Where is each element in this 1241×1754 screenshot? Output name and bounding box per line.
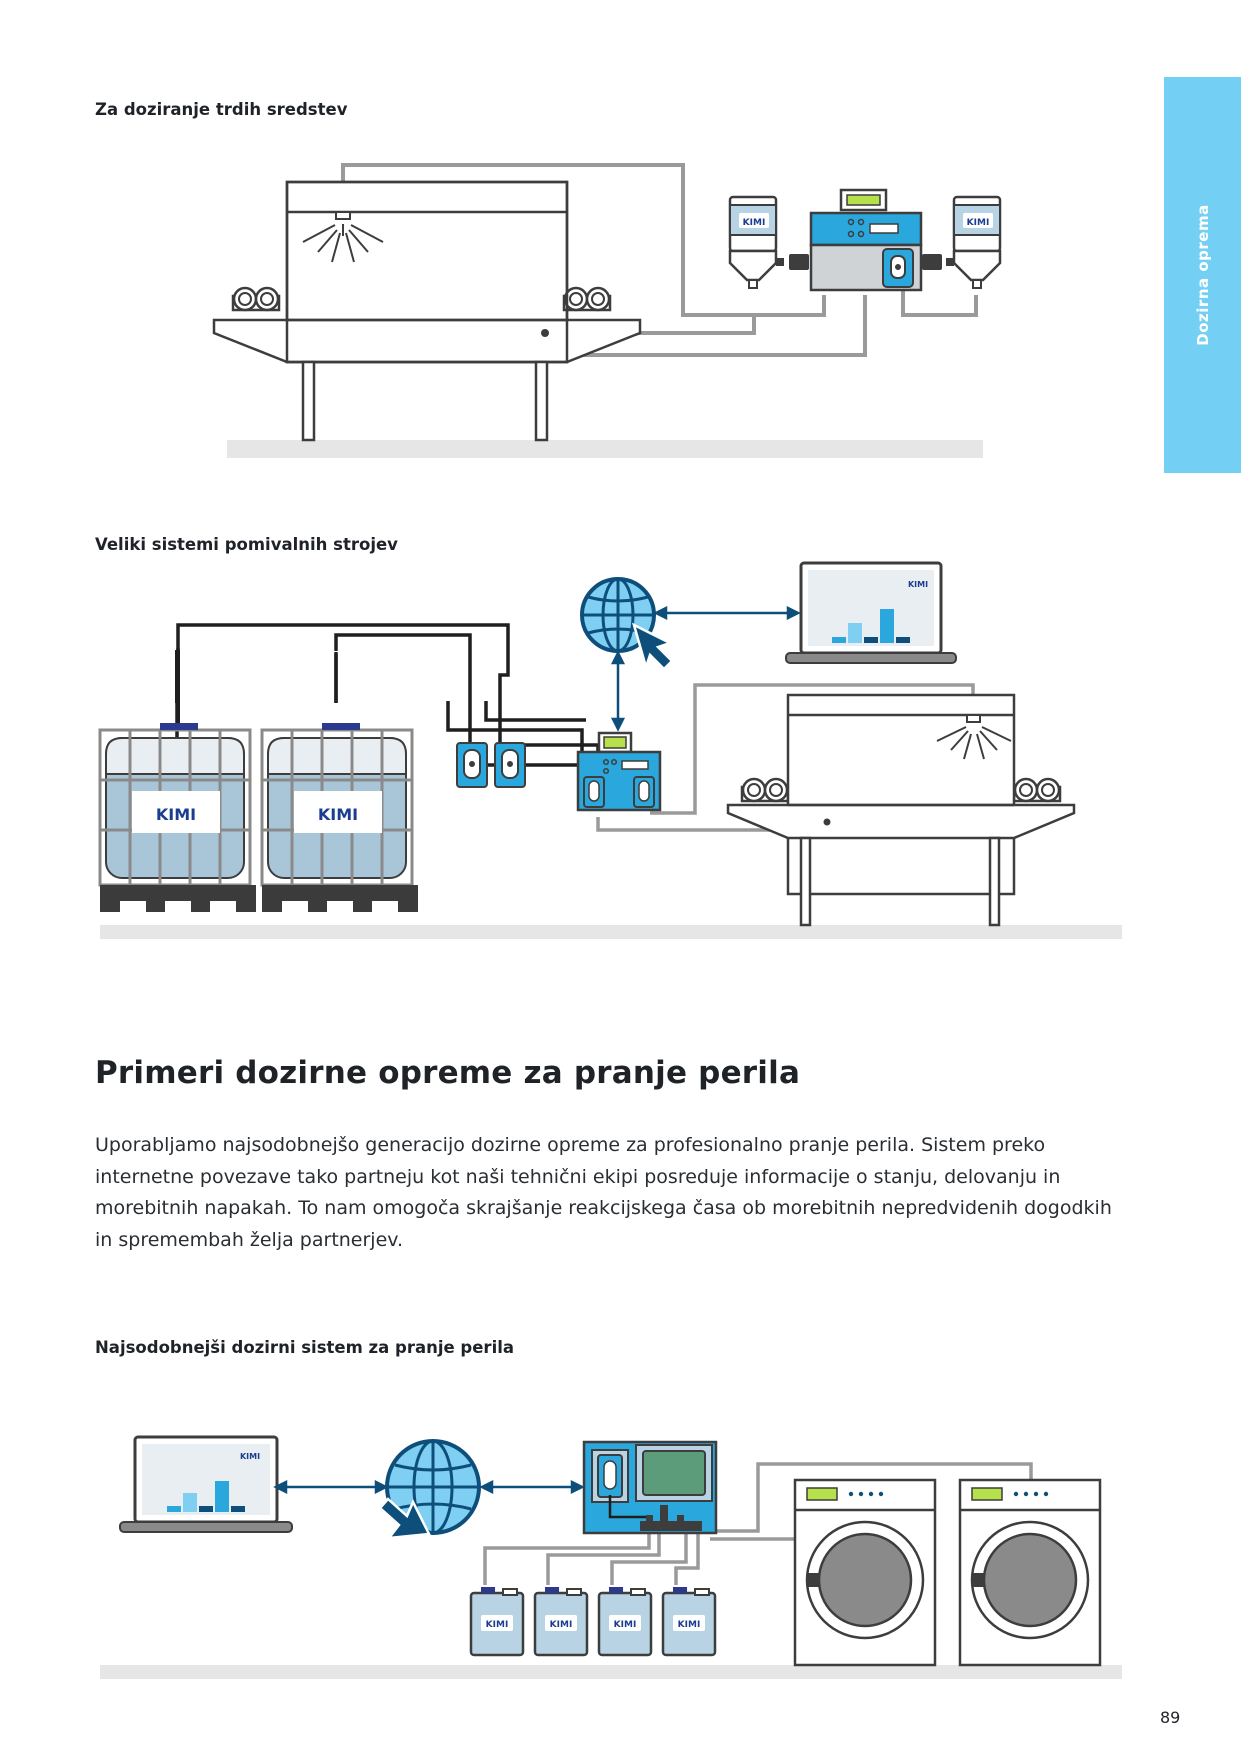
dishwasher-system-diagram: KIMI KIMI xyxy=(98,561,1122,939)
connection-arrows xyxy=(610,605,801,732)
laundry-system-diagram: KIMI KIMI xyxy=(100,1435,1122,1679)
svg-text:KIMI: KIMI xyxy=(743,218,766,228)
washing-machine-1 xyxy=(793,1478,937,1667)
chemical-jug-1: KIMI xyxy=(469,1585,525,1657)
svg-text:KIMI: KIMI xyxy=(614,1620,637,1630)
connection-arrows xyxy=(273,1479,585,1495)
dosing-controller xyxy=(576,731,662,812)
pump-icon xyxy=(597,1454,623,1498)
chemical-jug-4: KIMI xyxy=(661,1585,717,1657)
chemical-jug-2: KIMI xyxy=(533,1585,589,1657)
ibc-container-1: KIMI xyxy=(98,721,258,914)
svg-text:KIMI: KIMI xyxy=(318,805,358,824)
laundry-controller xyxy=(582,1440,718,1535)
section2-title: Veliki sistemi pomivalnih strojev xyxy=(95,535,398,554)
pump-icon xyxy=(882,248,914,288)
gray-pipes xyxy=(596,683,975,832)
spray-nozzle-icon xyxy=(936,714,1012,760)
side-tab: Dozirna oprema xyxy=(1164,77,1241,473)
solid-dosing-diagram: KIMI KIMI xyxy=(212,163,1002,458)
pump-icon xyxy=(494,742,526,788)
washing-machine-2 xyxy=(958,1478,1102,1667)
ibc-container-2: KIMI xyxy=(260,721,420,914)
section1-title: Za doziranje trdih sredstev xyxy=(95,100,348,119)
cursor-arrow-icon xyxy=(632,622,674,672)
pump-icon xyxy=(456,742,488,788)
svg-text:KIMI: KIMI xyxy=(240,1452,260,1461)
svg-text:KIMI: KIMI xyxy=(678,1620,701,1630)
bar-chart-icon xyxy=(167,1481,245,1512)
body-paragraph: Uporabljamo najsodobnejšo generacijo doz… xyxy=(95,1134,1112,1251)
kimi-logo: KIMI xyxy=(963,213,993,228)
dishwasher xyxy=(726,693,1076,927)
bar-chart-icon xyxy=(832,609,910,643)
floor xyxy=(100,925,1122,939)
gray-pipes xyxy=(483,1462,1033,1585)
floor xyxy=(227,440,983,458)
laptop-icon: KIMI xyxy=(785,561,957,664)
laptop-icon: KIMI xyxy=(119,1435,293,1533)
svg-text:KIMI: KIMI xyxy=(156,805,196,824)
spray-nozzle-icon xyxy=(302,211,384,263)
page-heading: Primeri dozirne opreme za pranje perila xyxy=(95,1055,801,1091)
svg-text:KIMI: KIMI xyxy=(908,580,928,589)
svg-text:KIMI: KIMI xyxy=(550,1620,573,1630)
left-canister: KIMI xyxy=(728,195,778,289)
kimi-logo: KIMI xyxy=(739,213,769,228)
dosing-controller xyxy=(809,188,923,292)
section3-title: Najsodobnejši dozirni sistem za pranje p… xyxy=(95,1338,515,1357)
svg-text:KIMI: KIMI xyxy=(967,218,990,228)
page-number: 89 xyxy=(1160,1708,1181,1727)
right-canister: KIMI xyxy=(952,195,1002,289)
cursor-arrow-icon xyxy=(378,1497,431,1540)
dishwasher xyxy=(212,180,642,442)
chemical-jug-3: KIMI xyxy=(597,1585,653,1657)
svg-text:KIMI: KIMI xyxy=(486,1620,509,1630)
floor xyxy=(100,1665,1122,1679)
